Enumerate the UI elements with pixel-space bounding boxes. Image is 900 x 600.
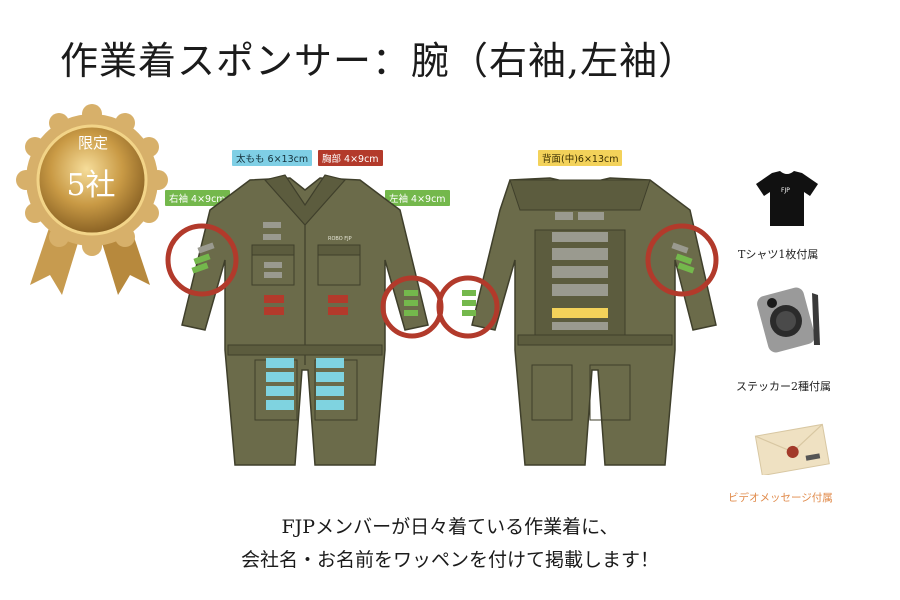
envelope-icon: [754, 423, 830, 475]
tshirt-logo: FJP: [781, 187, 790, 194]
page-title: 作業着スポンサー：腕（右袖,左袖）: [60, 39, 698, 83]
caption-line-2: 会社名・お名前をワッペンを付けて掲載します！: [240, 549, 659, 571]
coverall-illustration: ROBO FJP: [165, 174, 719, 466]
tag-left-sleeve: 左袖 4×9cm: [385, 190, 450, 206]
tshirt-icon: FJP: [756, 171, 818, 226]
sticker-icon: [757, 287, 820, 353]
coverall-back: [436, 177, 719, 466]
tag-back: 背面(中)6×13cm: [538, 150, 623, 166]
tag-chest: 胸部 4×9cm: [318, 150, 383, 166]
tag-thigh: 太もも 6×13cm: [232, 150, 313, 166]
stickers-label: ステッカー2種付属: [736, 380, 831, 393]
coverall-front: ROBO FJP: [165, 174, 444, 466]
medal-label-limited: 限定: [77, 134, 108, 152]
tshirt-label: Tシャツ1枚付属: [738, 248, 819, 261]
medal-label-count: 5社: [66, 168, 116, 203]
tag-right-sleeve: 右袖 4×9cm: [165, 190, 230, 206]
caption-line-1: FJPメンバーが日々着ている作業着に、: [281, 516, 619, 538]
svg-text:ROBO FJP: ROBO FJP: [328, 236, 352, 242]
limited-medal-icon: [16, 104, 168, 295]
video-message-label: ビデオメッセージ付属: [728, 492, 833, 504]
